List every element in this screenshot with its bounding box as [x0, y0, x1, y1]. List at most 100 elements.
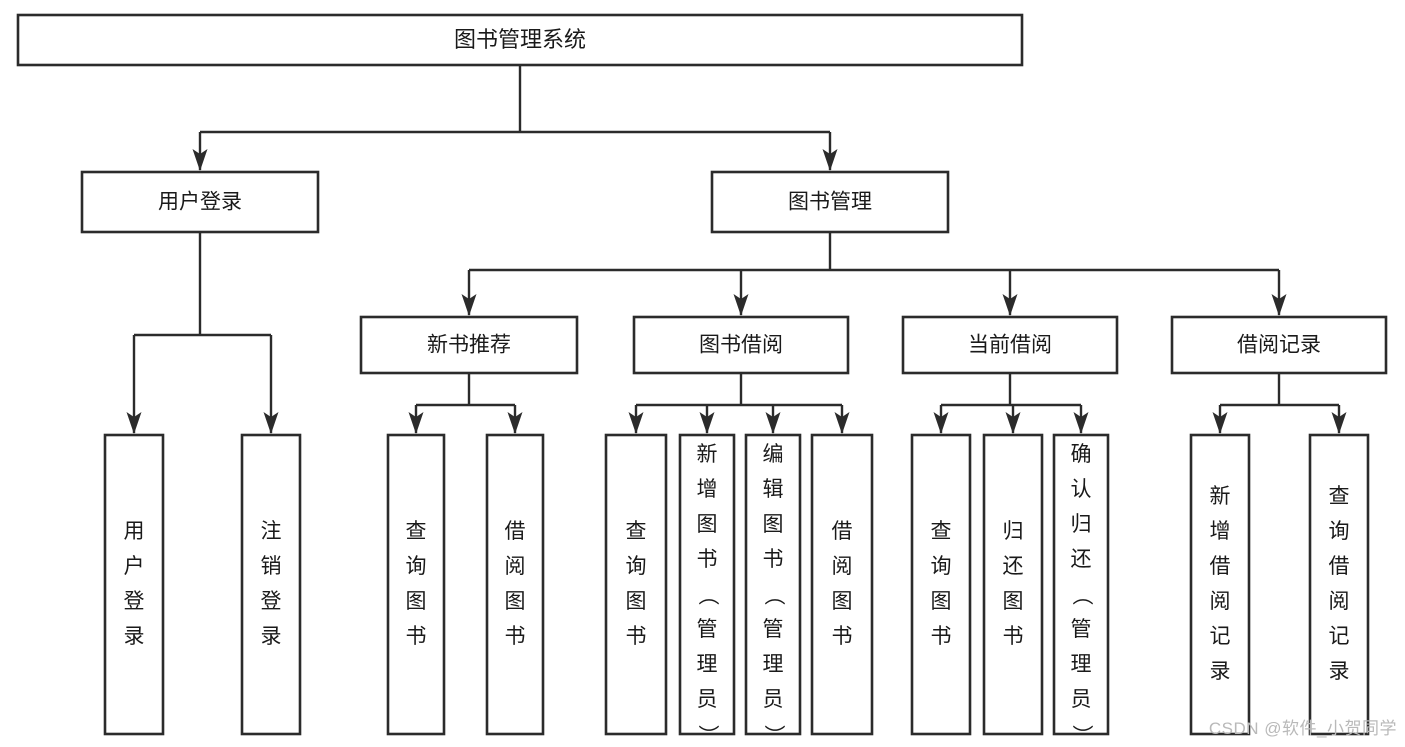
- arrow-head: [1331, 412, 1347, 434]
- node-label-char: 书: [406, 625, 427, 648]
- connector-layer: [126, 65, 1347, 434]
- arrow-head: [408, 412, 424, 434]
- node-label-char: （: [1070, 585, 1093, 606]
- node-label-char: 借: [1210, 555, 1231, 578]
- arrow-head: [1271, 294, 1287, 316]
- node-label-char: 还: [1071, 548, 1092, 571]
- node-box-rect: [16, 13, 1024, 67]
- node-label-char: 销: [261, 555, 282, 578]
- node-label-char: 确: [1071, 443, 1092, 466]
- node-level2-0[interactable]: 用户登录: [80, 170, 320, 234]
- arrow-head: [733, 294, 749, 316]
- node-label-char: 图: [931, 590, 952, 613]
- node-label-char: 录: [1329, 660, 1350, 683]
- arrow-head: [765, 412, 781, 434]
- node-label-char: 查: [931, 520, 952, 543]
- node-label-char: 注: [261, 520, 282, 543]
- node-label-char: 理: [697, 653, 718, 676]
- node-box-rect: [901, 315, 1119, 375]
- node-box-rect: [744, 433, 802, 736]
- node-label-char: 借: [1329, 555, 1350, 578]
- node-leaf-0[interactable]: 用户登录: [103, 433, 165, 736]
- node-level3-3[interactable]: 借阅记录: [1170, 315, 1388, 375]
- node-label-char: 图: [626, 590, 647, 613]
- node-level3-0[interactable]: 新书推荐: [359, 315, 579, 375]
- node-label: 用户登录: [158, 191, 242, 214]
- node-box-rect: [1308, 433, 1370, 736]
- node-label-char: （: [762, 585, 785, 606]
- node-label-char: ）: [696, 725, 719, 746]
- node-label-char: 图: [697, 513, 718, 536]
- node-label-char: 增: [697, 478, 718, 501]
- node-label: 图书管理系统: [454, 27, 586, 52]
- node-label-char: 归: [1003, 520, 1024, 543]
- node-label-char: 书: [697, 548, 718, 571]
- arrow-head: [263, 412, 279, 434]
- node-label: 图书管理: [788, 191, 872, 214]
- node-box-rect: [678, 433, 736, 736]
- node-label: 当前借阅: [968, 334, 1052, 357]
- node-label-char: 员: [763, 688, 784, 711]
- node-label-char: 阅: [1329, 590, 1350, 613]
- node-label-char: 阅: [832, 555, 853, 578]
- arrow-head: [628, 412, 644, 434]
- node-label-char: 书: [1003, 625, 1024, 648]
- arrow-head: [1005, 412, 1021, 434]
- node-label-char: 辑: [763, 478, 784, 501]
- node-label-char: 用: [124, 520, 145, 543]
- arrow-head: [126, 412, 142, 434]
- node-label-char: 新: [1210, 485, 1231, 508]
- node-level2-1[interactable]: 图书管理: [710, 170, 950, 234]
- arrow-head: [1212, 412, 1228, 434]
- node-box-rect: [1052, 433, 1110, 736]
- node-box-rect: [80, 170, 320, 234]
- node-label-char: 图: [505, 590, 526, 613]
- node-level3-2[interactable]: 当前借阅: [901, 315, 1119, 375]
- node-box-rect: [982, 433, 1044, 736]
- node-label-char: 借: [505, 520, 526, 543]
- node-label-char: 图: [832, 590, 853, 613]
- node-level3-1[interactable]: 图书借阅: [632, 315, 850, 375]
- node-label-char: 认: [1071, 478, 1092, 501]
- node-label-char: 书: [505, 625, 526, 648]
- node-label-char: 图: [763, 513, 784, 536]
- node-label-char: 书: [931, 625, 952, 648]
- arrow-head: [1002, 294, 1018, 316]
- node-root-0[interactable]: 图书管理系统: [16, 13, 1024, 67]
- node-label-char: 查: [406, 520, 427, 543]
- node-label-char: 登: [261, 590, 282, 613]
- node-label-char: 员: [697, 688, 718, 711]
- node-label-char: 户: [124, 555, 145, 578]
- node-box-rect: [1189, 433, 1251, 736]
- node-label-char: 录: [261, 625, 282, 648]
- node-box-rect: [386, 433, 446, 736]
- node-label-char: 阅: [1210, 590, 1231, 613]
- node-label-char: 图: [1003, 590, 1024, 613]
- node-label-char: 询: [626, 555, 647, 578]
- node-label-char: 查: [1329, 485, 1350, 508]
- node-label-char: 记: [1210, 625, 1231, 648]
- node-box-rect: [910, 433, 972, 736]
- arrow-head: [192, 149, 208, 171]
- arrow-head: [699, 412, 715, 434]
- arrow-head: [834, 412, 850, 434]
- node-label: 图书借阅: [699, 334, 783, 357]
- arrow-head: [1073, 412, 1089, 434]
- node-label-char: 管: [1071, 618, 1092, 641]
- node-label-char: 管: [763, 618, 784, 641]
- node-box-rect: [359, 315, 579, 375]
- node-layer: 图书管理系统用户登录图书管理新书推荐图书借阅当前借阅借阅记录用户登录注销登录查询…: [16, 13, 1388, 746]
